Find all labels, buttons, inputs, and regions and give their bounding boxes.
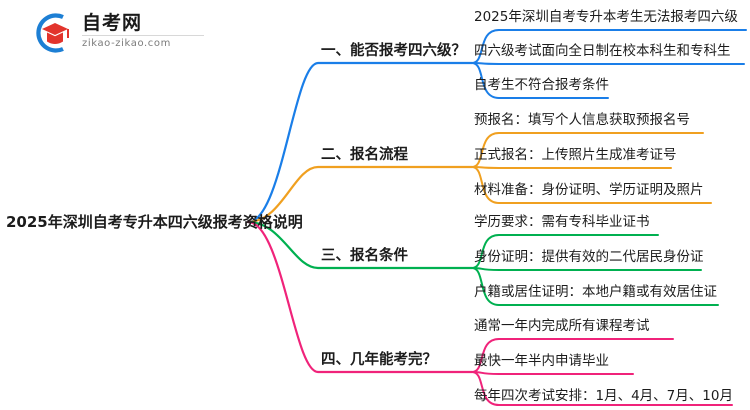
leaf-node-2-2[interactable]: 正式报名：上传照片生成准考证号 (474, 147, 677, 163)
leaf-node-2-1[interactable]: 预报名：填写个人信息获取预报名号 (474, 112, 690, 128)
site-logo[interactable]: 自考网 zikao-zikao.com (30, 10, 220, 56)
leaf-node-1-1[interactable]: 2025年深圳自考专升本考生无法报考四六级 (474, 9, 738, 25)
leaf-node-4-3[interactable]: 每年四次考试安排：1月、4月、7月、10月 (474, 388, 733, 404)
leaf-node-1-2[interactable]: 四六级考试面向全日制在校本科生和专科生 (474, 43, 731, 59)
leaf-node-2-3[interactable]: 材料准备：身份证明、学历证明及照片 (474, 182, 704, 198)
connector-line (471, 371, 634, 375)
connector-line (471, 62, 745, 65)
leaf-node-3-2[interactable]: 身份证明：提供有效的二代居民身份证 (474, 249, 704, 265)
leaf-node-3-1[interactable]: 学历要求：需有专科毕业证书 (474, 214, 650, 230)
leaf-node-1-3[interactable]: 自考生不符合报考条件 (474, 77, 609, 93)
logo-name-text: 自考网 (82, 12, 143, 34)
logo-divider (82, 35, 204, 36)
graduation-cap-logo-icon (36, 13, 69, 53)
leaf-node-4-1[interactable]: 通常一年内完成所有课程考试 (474, 318, 650, 334)
leaf-node-4-2[interactable]: 最快一年半内申请毕业 (474, 353, 609, 369)
mindmap-root-node[interactable]: 2025年深圳自考专升本四六级报考资格说明 (6, 213, 303, 231)
connector-line (246, 220, 474, 374)
connector-line (246, 61, 474, 224)
connector-line (471, 267, 702, 271)
branch-node-4[interactable]: 四、几年能考完？ (321, 352, 437, 368)
leaf-node-3-3[interactable]: 户籍或居住证明：本地户籍或有效居住证 (474, 284, 717, 300)
branch-node-2[interactable]: 二、报名流程 (321, 147, 408, 163)
connector-line (471, 166, 672, 169)
branch-node-3[interactable]: 三、报名条件 (321, 248, 408, 264)
branch-node-1[interactable]: 一、能否报考四六级？ (321, 43, 466, 59)
logo-url-text: zikao-zikao.com (82, 38, 171, 49)
